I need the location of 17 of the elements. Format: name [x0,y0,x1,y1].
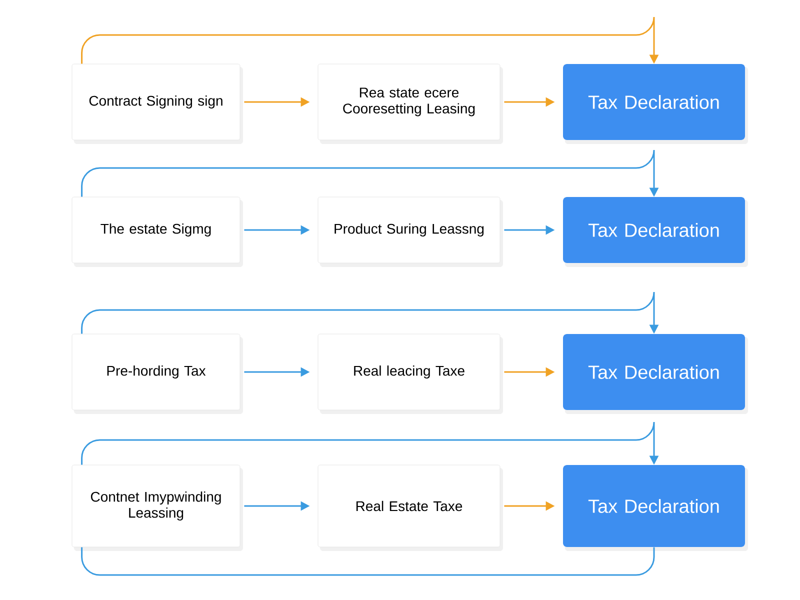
loop-arrow [81,149,659,197]
process-box: Product Suring Leassng [318,196,500,264]
declaration-box: Tax Declaration [563,197,745,263]
declaration-box: Tax Declaration [563,64,745,140]
loop-arrow [81,16,659,64]
loop-arrow [81,421,659,465]
process-box: Contnet Imypwinding Leassing [72,464,240,548]
process-box: The estate Sigmg [72,196,240,264]
process-box: Real leacing Taxe [318,334,500,410]
process-box: Rea state ecere Cooresetting Leasing [318,64,500,140]
declaration-box: Tax Declaration [563,465,745,547]
process-box: Contract Signing sign [72,64,240,140]
return-line [81,547,655,576]
process-box: Real Estate Taxe [318,464,500,548]
loop-arrow [81,291,659,334]
declaration-box: Tax Declaration [563,334,745,410]
process-box: Pre-hording Tax [72,334,240,410]
